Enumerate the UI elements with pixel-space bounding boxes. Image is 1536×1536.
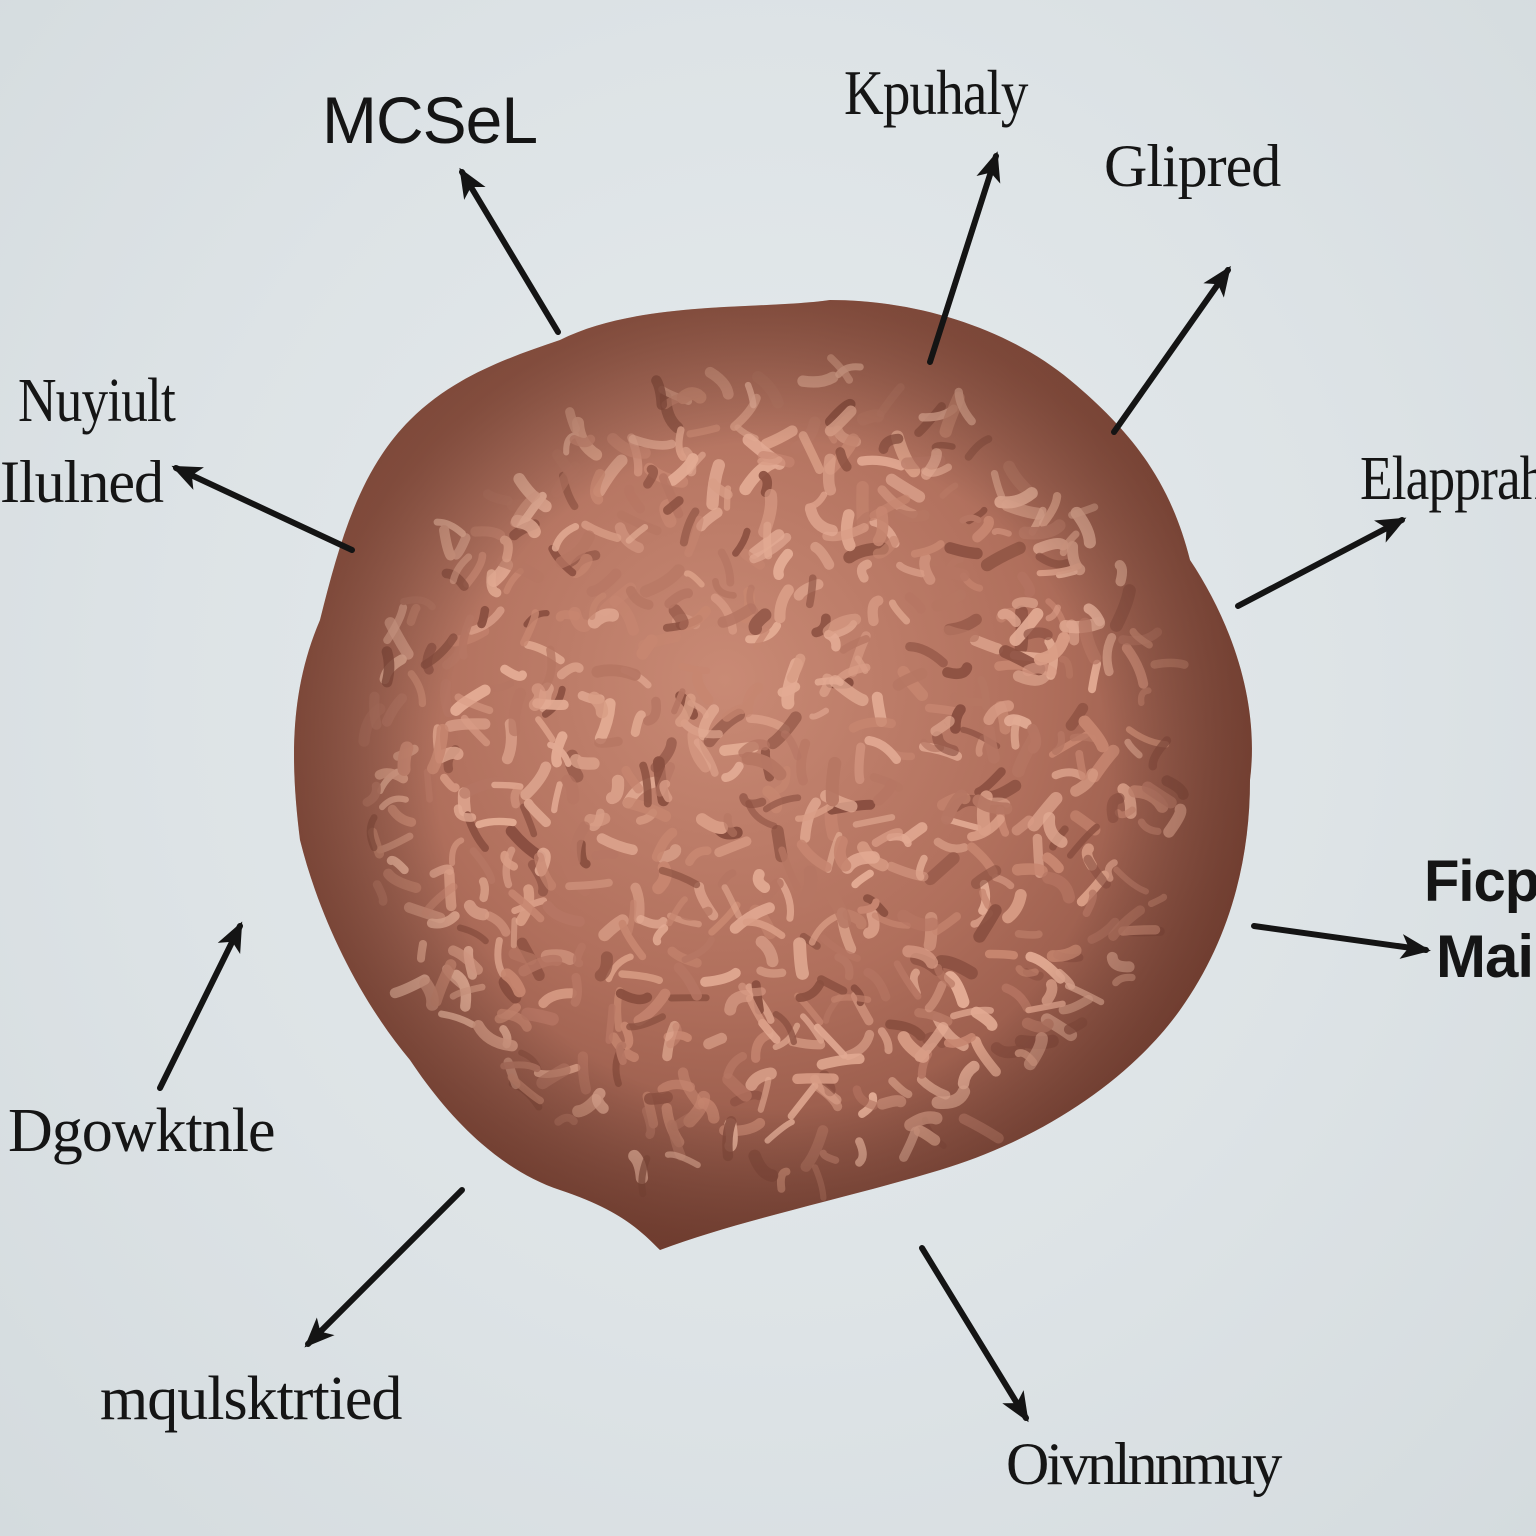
label-bottom-right: Oivnlnnmuy xyxy=(1006,1431,1282,1497)
arrow-right-upper xyxy=(1235,517,1407,609)
arrow-bottom-right xyxy=(919,1245,1029,1423)
label-bottom-left: mqulsktrtied xyxy=(100,1365,402,1433)
label-top-left: MCSeL xyxy=(322,83,538,157)
cell-shading xyxy=(294,300,1252,1250)
arrow-left xyxy=(171,465,355,553)
arrow-top-left xyxy=(459,167,561,335)
label-left-line1: Nuyiult xyxy=(18,367,176,435)
label-right-upper: Elapprah xyxy=(1360,445,1536,513)
arrow-bottom-left xyxy=(304,1187,465,1348)
arrow-right-middle xyxy=(1251,923,1431,959)
label-right-mid-line2: Mai xyxy=(1436,923,1534,990)
label-top-right: Glipred xyxy=(1104,133,1281,199)
label-left-lower: Dgowktnle xyxy=(8,1097,276,1165)
arrow-left-lower xyxy=(157,921,243,1091)
label-left-line2: Ilulned xyxy=(0,449,164,515)
cell-body xyxy=(294,300,1252,1250)
arrow-top-center xyxy=(927,151,1001,365)
arrow-top-right xyxy=(1111,265,1231,435)
label-top-center: Kpuhaly xyxy=(844,57,1028,128)
label-right-mid-line1: Ficp xyxy=(1424,849,1536,914)
